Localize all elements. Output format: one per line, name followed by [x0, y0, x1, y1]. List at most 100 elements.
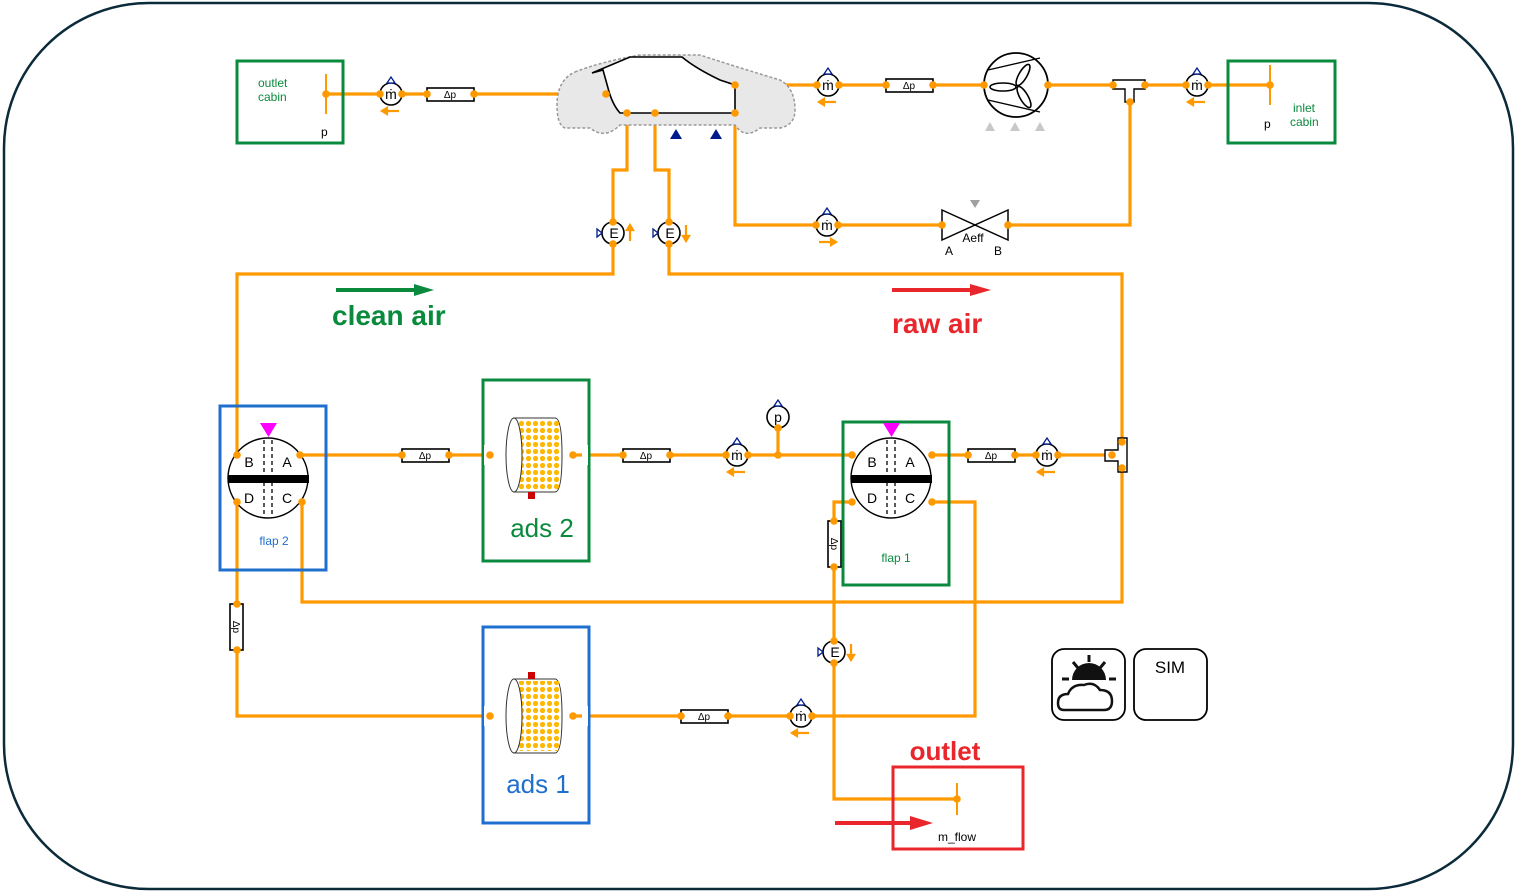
svg-text:m_flow: m_flow: [938, 830, 976, 844]
sensor-output-icon: [795, 697, 807, 706]
outlet-cabin-boundary[interactable]: outlet cabin p: [235, 59, 345, 145]
connector-dot: [322, 90, 330, 98]
valve-input-icon: [970, 200, 980, 208]
connector-dot: [398, 90, 406, 98]
svg-text:ṁ: ṁ: [822, 77, 834, 93]
pressure-drop-ads2-right[interactable]: Δp: [622, 448, 671, 463]
flow-direction-arrow-icon: [681, 225, 691, 244]
pressure-drop-ads1-right[interactable]: Δp: [680, 709, 729, 724]
connector-dot: [609, 240, 617, 248]
svg-text:E: E: [609, 225, 618, 241]
legend-raw-air: raw air: [892, 284, 991, 339]
sensor-output-icon: [385, 75, 397, 84]
connector-dot: [830, 637, 838, 645]
connector-dot: [1266, 81, 1274, 89]
sun-cloud-icon: [1056, 655, 1116, 712]
svg-text:ads 1: ads 1: [506, 769, 570, 799]
pressure-drop-flap1-down[interactable]: Δp: [827, 520, 842, 568]
weather-button[interactable]: [1051, 648, 1126, 721]
tee-junction-right[interactable]: [1104, 437, 1128, 473]
connector-dot: [1108, 451, 1116, 459]
svg-text:Δp: Δp: [903, 81, 916, 92]
flap1[interactable]: B A D C flap 1: [841, 420, 951, 587]
sensor-output-icon: [817, 646, 825, 658]
inlet-cabin-label-2: cabin: [1290, 115, 1319, 129]
car-cabin[interactable]: [556, 54, 796, 139]
outlet-boundary[interactable]: outlet m_flow: [835, 736, 1025, 851]
connector-dot: [486, 712, 494, 720]
outlet-cabin-label-1: outlet: [258, 76, 288, 90]
connector-dot: [651, 109, 659, 117]
pressure-sensor[interactable]: p: [766, 398, 790, 429]
svg-text:C: C: [905, 490, 915, 506]
energy-flow-sensor[interactable]: E: [652, 221, 691, 245]
connector-dot: [398, 451, 406, 459]
connection-dots: [233, 81, 1274, 803]
fan-blades-icon: [989, 63, 1032, 109]
bypass-valve[interactable]: Aeff A B: [941, 200, 1009, 258]
svg-text:A: A: [282, 454, 292, 470]
mass-flow-sensor[interactable]: ṁ: [725, 436, 749, 477]
flap2[interactable]: B A D C flap 2: [218, 404, 328, 572]
svg-text:B: B: [244, 454, 253, 470]
adsorber-ads1[interactable]: ads 1: [481, 625, 591, 825]
car-floor-vent-icon: [670, 129, 722, 139]
inlet-cabin-boundary[interactable]: inlet cabin p: [1226, 59, 1337, 145]
sim-button[interactable]: SIM: [1133, 648, 1208, 721]
mass-flow-sensor[interactable]: ṁ: [379, 75, 403, 116]
pressure-drop-flap1-right[interactable]: Δp: [967, 448, 1016, 463]
svg-text:A: A: [905, 454, 915, 470]
fan[interactable]: [983, 52, 1049, 131]
pressure-drop-top-right[interactable]: Δp: [885, 78, 934, 93]
connector-dot: [233, 498, 241, 506]
svg-text:Δp: Δp: [444, 90, 457, 101]
sensor-output-icon: [822, 66, 834, 75]
svg-text:Δp: Δp: [230, 621, 241, 634]
connector-dot: [296, 451, 304, 459]
fan-input-icon: [985, 122, 1045, 131]
outlet-cabin-port-label: p: [321, 125, 328, 139]
pressure-drop-top-left[interactable]: Δp: [426, 87, 475, 102]
connector-dot: [1126, 98, 1134, 106]
connector-dot: [376, 90, 384, 98]
connector-dot: [423, 90, 431, 98]
connector-dot: [848, 451, 856, 459]
connector-dot: [848, 498, 856, 506]
connector-dot: [298, 498, 306, 506]
connector-dot: [677, 712, 685, 720]
flow-direction-arrow-icon: [625, 222, 635, 241]
svg-text:C: C: [282, 490, 292, 506]
connector-dot: [470, 90, 478, 98]
connector-dot: [1044, 81, 1052, 89]
svg-text:B: B: [867, 454, 876, 470]
adsorber-ads2[interactable]: ads 2: [481, 378, 591, 563]
connector-dot: [1141, 81, 1149, 89]
svg-text:ṁ: ṁ: [795, 708, 807, 724]
svg-text:Δp: Δp: [419, 451, 432, 462]
heater-icon: [528, 672, 535, 679]
svg-text:outlet: outlet: [910, 736, 981, 766]
connector-dot: [774, 424, 782, 432]
connector-dot: [813, 81, 821, 89]
sensor-output-icon: [772, 398, 784, 407]
svg-text:raw air: raw air: [892, 308, 982, 339]
connector-dot: [830, 563, 838, 571]
connector-dot: [724, 712, 732, 720]
energy-flow-sensor[interactable]: E: [596, 221, 635, 245]
svg-text:Δp: Δp: [985, 451, 998, 462]
energy-flow-sensor[interactable]: E: [817, 640, 856, 664]
svg-text:flap 2: flap 2: [259, 534, 289, 548]
connector-dot: [929, 81, 937, 89]
flow-direction-arrow-icon: [819, 237, 839, 247]
connector-dot: [666, 451, 674, 459]
svg-text:Δp: Δp: [698, 712, 711, 723]
svg-text:ṁ: ṁ: [731, 447, 743, 463]
pressure-drop-flap2-ads2[interactable]: Δp: [401, 448, 450, 463]
connector-dot: [1182, 81, 1190, 89]
connector-dot: [830, 659, 838, 667]
svg-text:flap 1: flap 1: [881, 551, 911, 565]
pressure-drop-flap2-down[interactable]: Δp: [229, 603, 244, 651]
connector-dot: [928, 451, 936, 459]
connector-dot: [609, 218, 617, 226]
